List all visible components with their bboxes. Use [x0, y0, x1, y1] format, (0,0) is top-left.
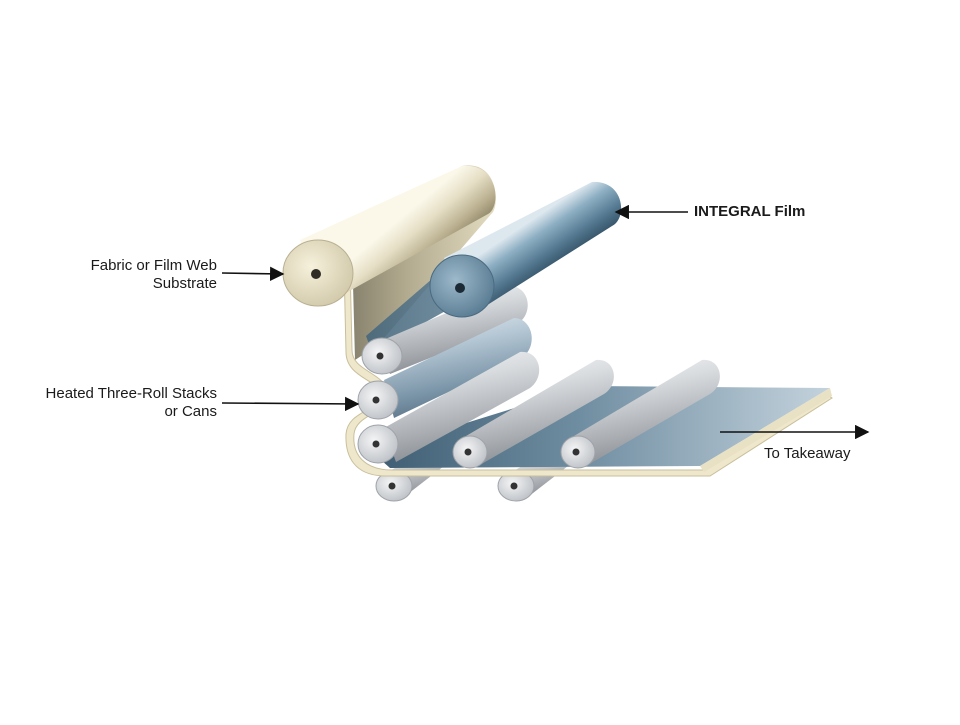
substrate-pointer-arrow	[221, 266, 285, 281]
integral-film-roll	[429, 181, 622, 318]
heated-stack-pointer-arrow	[221, 396, 360, 412]
heated-roll-middle	[357, 318, 532, 420]
guide-roll-1	[452, 359, 614, 469]
integral-film-label: INTEGRAL Film	[694, 203, 805, 221]
takeaway-label: To Takeaway	[764, 445, 850, 463]
heated-stacks-label-line1: Heated Three-Roll Stacks	[45, 385, 217, 402]
substrate-label: Fabric or Film Web Substrate	[0, 257, 217, 293]
heated-roll-top	[361, 286, 528, 375]
heated-roll-bottom	[357, 351, 540, 464]
guide-roll-2	[560, 359, 720, 469]
substrate-label-line2: Substrate	[152, 275, 217, 292]
takeaway-label-text: To Takeaway	[764, 445, 851, 462]
heated-stacks-label: Heated Three-Roll Stacks or Cans	[0, 385, 217, 421]
integral-film-label-text: INTEGRAL Film	[694, 203, 806, 220]
heated-stacks-label-line2: or Cans	[164, 403, 217, 420]
substrate-label-line1: Fabric or Film Web	[90, 257, 217, 274]
substrate-supply-roll	[282, 165, 496, 307]
